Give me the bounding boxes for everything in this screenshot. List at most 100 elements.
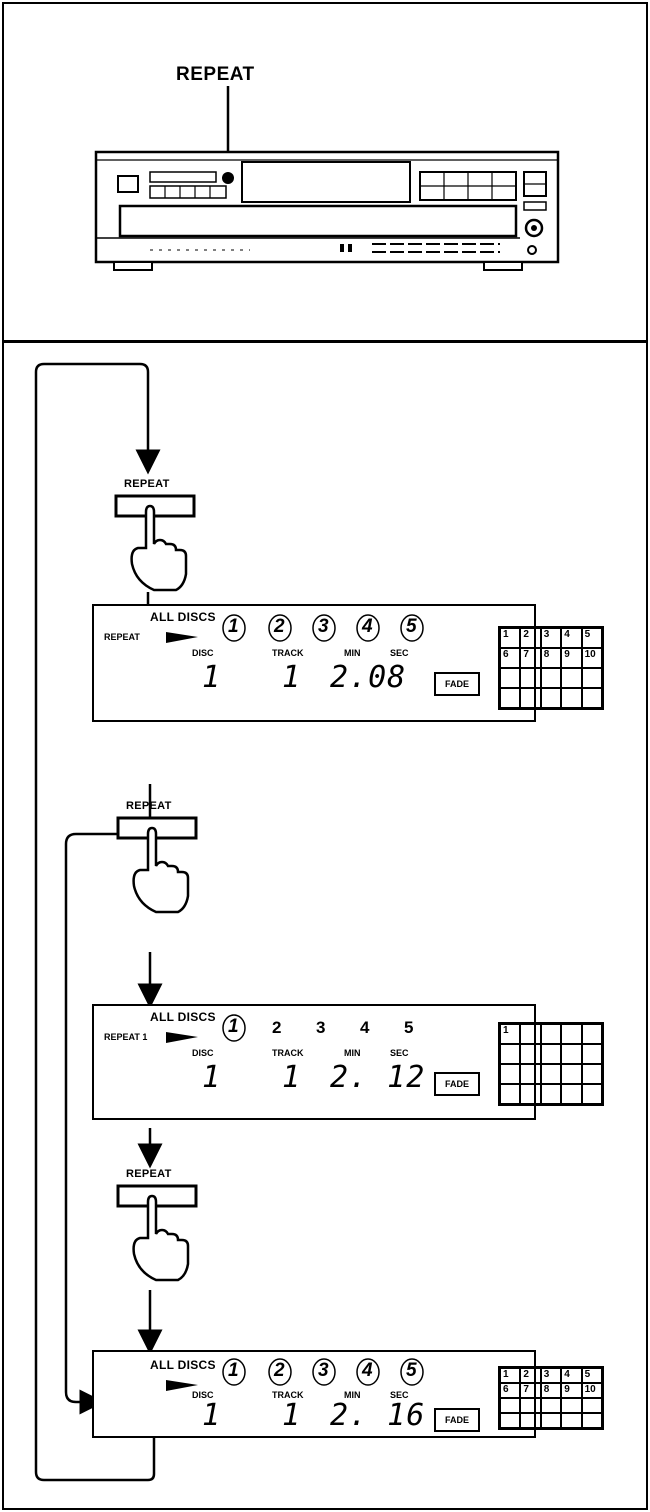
track-cell bbox=[561, 1024, 582, 1044]
track-cell bbox=[500, 1398, 521, 1413]
play-indicator-icon bbox=[166, 1032, 198, 1043]
fade-indicator: FADE bbox=[434, 1408, 480, 1432]
track-number: 1 bbox=[282, 1060, 302, 1095]
track-cell bbox=[500, 1413, 521, 1428]
disc-3-indicator: 3 bbox=[316, 1018, 326, 1037]
disc-4-indicator: 4 bbox=[362, 1360, 373, 1381]
disc-3-indicator: 3 bbox=[318, 1360, 329, 1381]
disc-1-indicator: 1 bbox=[228, 1016, 239, 1037]
track-cell bbox=[520, 1064, 541, 1084]
track-cell bbox=[520, 688, 541, 708]
track-cell: 9 bbox=[561, 648, 582, 668]
track-cell bbox=[561, 1044, 582, 1064]
disc-heading: DISC bbox=[192, 648, 214, 658]
finger-pointer-icon bbox=[132, 1194, 190, 1282]
step1-repeat-button[interactable] bbox=[100, 490, 210, 600]
track-cell bbox=[520, 1398, 541, 1413]
track-cell: 2 bbox=[520, 628, 541, 648]
disc-heading: DISC bbox=[192, 1390, 214, 1400]
track-cell: 6 bbox=[500, 1383, 521, 1398]
track-cell: 5 bbox=[581, 628, 602, 648]
track-cell bbox=[581, 688, 602, 708]
track-cell bbox=[520, 1413, 541, 1428]
disc-circle-icons bbox=[222, 614, 424, 642]
track-cell bbox=[520, 1084, 541, 1104]
disc-2-indicator: 2 bbox=[274, 616, 285, 637]
track-cell bbox=[520, 1024, 541, 1044]
track-cell: 8 bbox=[540, 1383, 562, 1398]
track-cell: 8 bbox=[540, 648, 562, 668]
track-cell bbox=[581, 1024, 602, 1044]
disc-1-indicator: 1 bbox=[228, 1360, 239, 1381]
track-cell bbox=[581, 1084, 602, 1104]
disc-5-indicator: 5 bbox=[406, 1360, 417, 1381]
disc-5-indicator: 5 bbox=[404, 1018, 414, 1037]
disc-1-indicator: 1 bbox=[228, 616, 239, 637]
step3-repeat-button[interactable] bbox=[102, 1180, 212, 1290]
sec-heading: SEC bbox=[390, 648, 409, 658]
track-cell bbox=[500, 1044, 521, 1064]
track-cell bbox=[561, 1413, 582, 1428]
all-discs-indicator: ALL DISCS bbox=[150, 610, 216, 624]
track-cell bbox=[500, 1064, 521, 1084]
track-cell bbox=[540, 1024, 562, 1044]
track-cell bbox=[561, 1398, 582, 1413]
repeat-sequence-section bbox=[2, 341, 648, 1510]
step2-repeat-button[interactable] bbox=[102, 812, 212, 922]
disc-2-indicator: 2 bbox=[274, 1360, 285, 1381]
track-cell bbox=[561, 688, 582, 708]
track-cell: 2 bbox=[520, 1368, 541, 1383]
track-cell bbox=[540, 1413, 562, 1428]
min-heading: MIN bbox=[344, 1390, 361, 1400]
track-cell: 10 bbox=[581, 648, 602, 668]
disc-circle-icons bbox=[222, 1358, 424, 1386]
disc-number: 1 bbox=[202, 1398, 222, 1433]
elapsed-time: 2.08 bbox=[330, 660, 407, 695]
play-indicator-icon bbox=[166, 632, 198, 643]
track-cell bbox=[581, 1044, 602, 1064]
track-heading: TRACK bbox=[272, 648, 304, 658]
all-discs-indicator: ALL DISCS bbox=[150, 1358, 216, 1372]
step1-button-label: REPEAT bbox=[124, 478, 170, 490]
track-cell: 4 bbox=[561, 628, 582, 648]
track-cell bbox=[561, 1084, 582, 1104]
track-cell bbox=[500, 668, 521, 688]
track-cell bbox=[581, 668, 602, 688]
track-cell: 9 bbox=[561, 1383, 582, 1398]
step1-display-panel: ALL DISCS REPEAT 1 2 3 4 5 DISC TRACK MI… bbox=[92, 604, 604, 722]
repeat-mode-indicator: REPEAT 1 bbox=[104, 1032, 148, 1042]
track-cell bbox=[540, 1064, 562, 1084]
fade-indicator: FADE bbox=[434, 672, 480, 696]
fade-indicator: FADE bbox=[434, 1072, 480, 1096]
disc-heading: DISC bbox=[192, 1048, 214, 1058]
finger-pointer-icon bbox=[130, 504, 188, 592]
track-heading: TRACK bbox=[272, 1390, 304, 1400]
track-cell bbox=[520, 1044, 541, 1064]
finger-pointer-icon bbox=[132, 826, 190, 914]
track-cell: 1 bbox=[500, 628, 521, 648]
repeat-mode-indicator: REPEAT bbox=[104, 632, 140, 642]
repeat-button-label: REPEAT bbox=[176, 64, 255, 85]
track-cell: 10 bbox=[581, 1383, 602, 1398]
sec-heading: SEC bbox=[390, 1048, 409, 1058]
track-cell: 1 bbox=[500, 1368, 521, 1383]
track-cell bbox=[540, 1084, 562, 1104]
track-heading: TRACK bbox=[272, 1048, 304, 1058]
track-cell bbox=[540, 668, 562, 688]
track-cell bbox=[581, 1398, 602, 1413]
track-cell: 7 bbox=[520, 648, 541, 668]
disc-4-indicator: 4 bbox=[360, 1018, 370, 1037]
track-cell bbox=[520, 668, 541, 688]
disc-5-indicator: 5 bbox=[406, 616, 417, 637]
disc-number: 1 bbox=[202, 660, 222, 695]
min-heading: MIN bbox=[344, 1048, 361, 1058]
track-cell bbox=[500, 1084, 521, 1104]
step3-button-label: REPEAT bbox=[126, 1168, 172, 1180]
track-cell bbox=[561, 668, 582, 688]
track-cell: 4 bbox=[561, 1368, 582, 1383]
track-cell: 3 bbox=[540, 628, 562, 648]
step2-display-panel: ALL DISCS REPEAT 1 1 2 3 4 5 DISC TRACK … bbox=[92, 1004, 604, 1120]
step2-button-label: REPEAT bbox=[126, 800, 172, 812]
track-cell bbox=[540, 1398, 562, 1413]
min-heading: MIN bbox=[344, 648, 361, 658]
